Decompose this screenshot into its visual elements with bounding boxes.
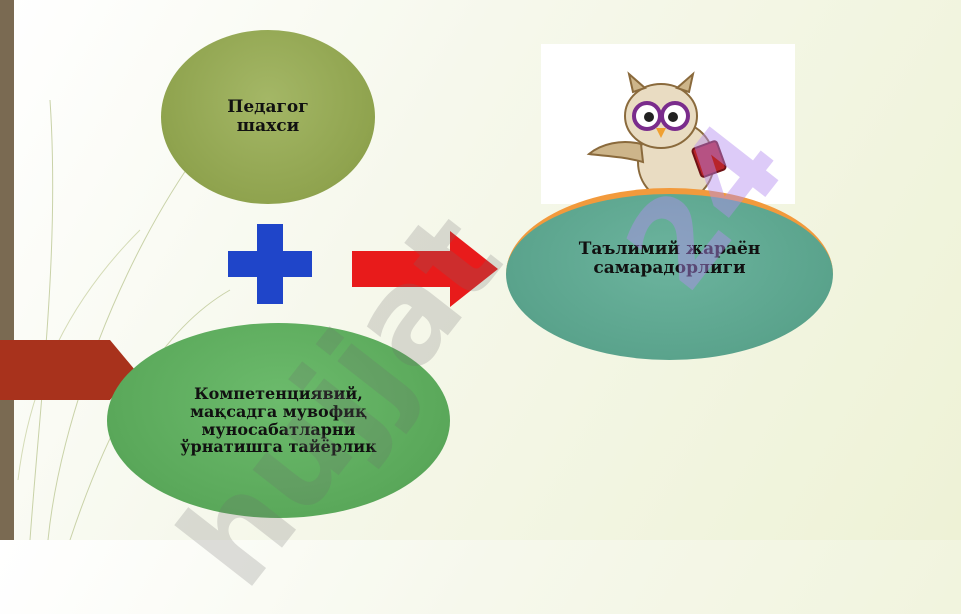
- left-accent-bar: [0, 0, 14, 540]
- owl-picture: [541, 44, 795, 204]
- node-kompetentsiya-label: Компетенциявий, мақсадга мувофиқ муносаб…: [180, 384, 377, 457]
- owl-teacher-icon: [586, 71, 727, 204]
- red-tab-shape: [0, 340, 135, 400]
- node-talim: Таълимий жараён самарадорлиги: [506, 188, 833, 360]
- plus-icon: [228, 224, 312, 304]
- node-talim-label: Таълимий жараён самарадорлиги: [578, 239, 761, 278]
- node-pedagog-label: Педагог шахси: [227, 97, 309, 136]
- right-arrow-icon: [352, 231, 498, 307]
- node-pedagog: Педагог шахси: [161, 30, 375, 204]
- node-kompetentsiya: Компетенциявий, мақсадга мувофиқ муносаб…: [107, 323, 450, 518]
